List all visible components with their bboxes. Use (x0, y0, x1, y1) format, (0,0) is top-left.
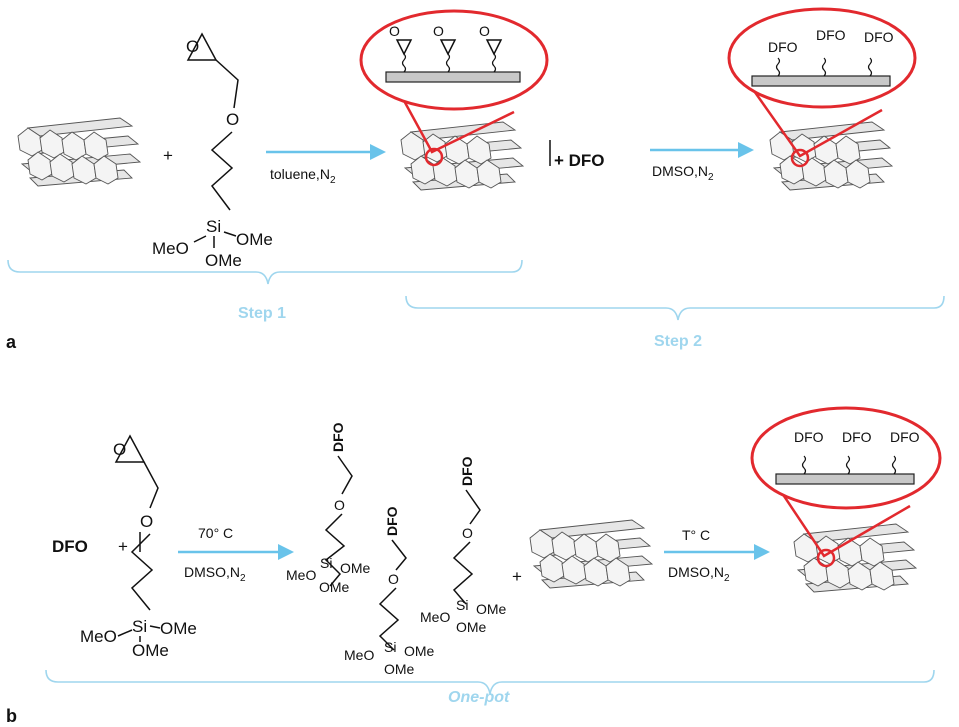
product-3-ome-b: OMe (456, 619, 487, 635)
epoxide-oxygen-b: O (113, 440, 126, 459)
product-1-meo: MeO (286, 567, 316, 583)
nanotube-bundle-b2 (793, 523, 917, 593)
product-1-o: O (334, 497, 345, 513)
product-1-ome-b: OMe (319, 579, 350, 595)
arrow-2-condition: DMSO,N2 (652, 163, 714, 183)
surface-dfo-b3: DFO (890, 429, 920, 445)
plus-sign-2: + (512, 567, 522, 586)
panel-b-label: b (6, 706, 17, 726)
surface-dfo-2: DFO (816, 27, 846, 43)
one-pot-brace (45, 669, 935, 695)
methoxy-left: MeO (152, 239, 189, 258)
product-3-si: Si (456, 597, 468, 613)
arrow-b2-condition: DMSO,N2 (668, 564, 730, 584)
product-1-dfo: DFO (330, 422, 346, 452)
dfo-reagent: DFO (52, 537, 88, 556)
panel-a-label: a (6, 332, 17, 352)
epoxide-o-1: O (389, 23, 400, 39)
dfo-silane-product-3: DFO O Si MeO OMe OMe (420, 456, 507, 635)
step2-brace (405, 295, 945, 321)
panel-a: + O O Si MeO OMe OMe toluene,N2 (6, 7, 945, 352)
product-2-ome-b: OMe (384, 661, 415, 677)
nanotube-bundle-2 (400, 121, 524, 191)
nanotube-bundle-b1 (529, 519, 653, 589)
product-3-meo: MeO (420, 609, 450, 625)
silicon: Si (206, 217, 221, 236)
reaction-arrow-b1: 70° C DMSO,N2 (178, 525, 294, 584)
arrow-b2-temp: T° C (682, 527, 710, 543)
nanotube-bundle-3 (769, 121, 893, 191)
zoom-callout-1: O O O (359, 9, 549, 167)
product-2-dfo: DFO (384, 506, 400, 536)
panel-b: DFO + O O Si MeO OMe OMe 70° C DMSO,N2 D… (6, 406, 942, 726)
reaction-arrow-1: toluene,N2 (266, 144, 386, 186)
product-2-meo: MeO (344, 647, 374, 663)
methoxy-right-b: OMe (160, 619, 197, 638)
zoom-callout-b: DFO DFO DFO (750, 406, 942, 568)
plus-sign-1: + (118, 537, 128, 556)
silane-structure-b: O O Si MeO OMe OMe (80, 434, 197, 660)
epoxide-o-3: O (479, 23, 490, 39)
arrow-b1-condition: DMSO,N2 (184, 564, 246, 584)
silicon-b: Si (132, 617, 147, 636)
step1-label: Step 1 (238, 305, 286, 322)
surface-dfo-1: DFO (768, 39, 798, 55)
reaction-arrow-b2: T° C DMSO,N2 (664, 527, 770, 584)
step2-label: Step 2 (654, 333, 702, 350)
methoxy-right: OMe (236, 230, 273, 249)
arrow-1-condition: toluene,N2 (270, 166, 336, 186)
reaction-arrow-2: DMSO,N2 (650, 142, 754, 183)
plus-dfo: + DFO (554, 151, 605, 170)
ether-oxygen: O (226, 110, 239, 129)
surface-dfo-3: DFO (864, 29, 894, 45)
methoxy-bottom: OMe (205, 251, 242, 270)
methoxy-left-b: MeO (80, 627, 117, 646)
product-2-ome-r: OMe (404, 643, 435, 659)
product-2-o: O (388, 571, 399, 587)
ether-oxygen-b: O (140, 512, 153, 531)
silane-structure: O O Si MeO OMe OMe (152, 32, 273, 270)
nanotube-bundle-1 (17, 117, 141, 187)
dfo-silane-product-1: DFO O Si MeO OMe OMe (286, 422, 371, 595)
product-2-si: Si (384, 639, 396, 655)
arrow-b1-temp: 70° C (198, 525, 233, 541)
surface-dfo-b2: DFO (842, 429, 872, 445)
epoxide-oxygen: O (186, 37, 199, 56)
product-3-dfo: DFO (459, 456, 475, 486)
product-1-ome-r: OMe (340, 560, 371, 576)
product-3-o: O (462, 525, 473, 541)
plus-sign: + (163, 146, 173, 165)
surface-dfo-b1: DFO (794, 429, 824, 445)
zoom-callout-2: DFO DFO DFO (727, 7, 917, 168)
step1-brace (7, 259, 523, 285)
dfo-silane-product-2: DFO O Si MeO OMe OMe (344, 506, 435, 677)
product-3-ome-r: OMe (476, 601, 507, 617)
product-1-si: Si (320, 555, 332, 571)
methoxy-bottom-b: OMe (132, 641, 169, 660)
epoxide-o-2: O (433, 23, 444, 39)
one-pot-label: One-pot (448, 689, 510, 706)
